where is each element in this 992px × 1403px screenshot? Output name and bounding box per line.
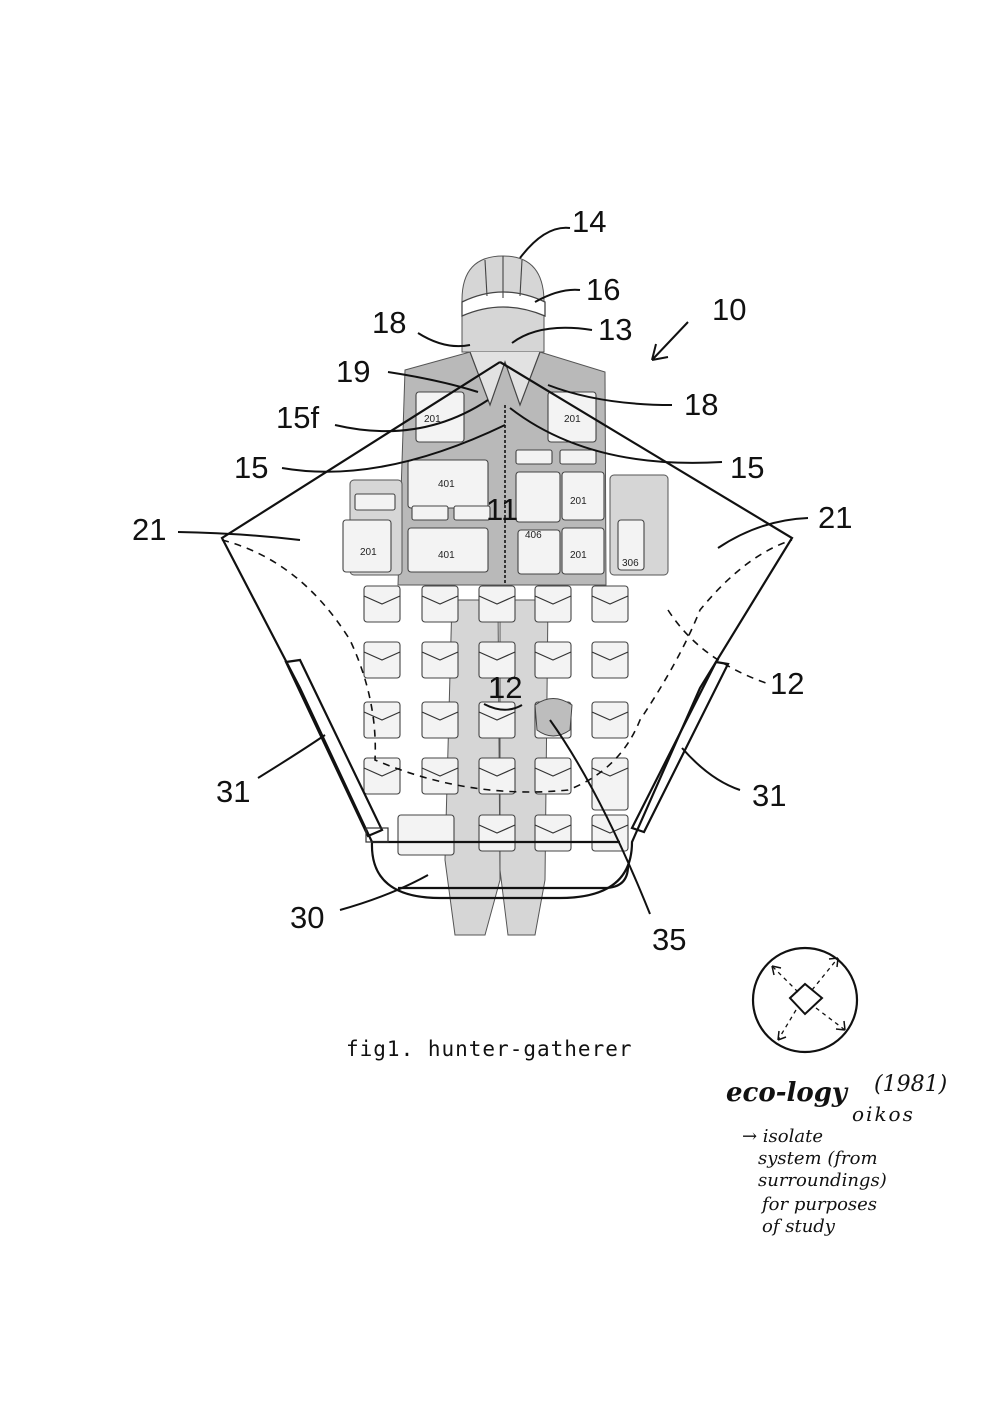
pocket-code: 201: [570, 550, 587, 561]
label-30: 30: [290, 900, 324, 935]
note-year: (1981): [874, 1072, 948, 1097]
note-title: eco-logy: [726, 1078, 848, 1108]
note-line-4: for purposes: [762, 1194, 878, 1215]
label-21-right: 21: [818, 500, 852, 535]
label-18-left: 18: [372, 305, 406, 340]
label-15-right: 15: [730, 450, 764, 485]
note-root: oikos: [852, 1102, 915, 1126]
pocket-code: 201: [570, 496, 587, 507]
note-line-5: of study: [762, 1216, 835, 1237]
pocket-flap: [478, 767, 516, 777]
label-16: 16: [586, 272, 620, 307]
label-35: 35: [652, 922, 686, 957]
label-12-center: 12: [488, 670, 522, 705]
grid-pocket-wide: [397, 814, 455, 856]
pocket-flap: [478, 651, 516, 661]
vest-pockets: 201 201 401 201 201 406 401 201 306: [360, 391, 645, 575]
label-15f: 15f: [276, 400, 319, 435]
pocket-flap: [591, 595, 629, 605]
label-13: 13: [598, 312, 632, 347]
pocket-flap: [478, 711, 516, 721]
pocket-code: 401: [438, 550, 455, 561]
pocket-flap: [591, 767, 629, 777]
pocket-flap: [363, 595, 401, 605]
pocket-flap: [421, 651, 459, 661]
pocket-flap: [363, 711, 401, 721]
pocket-flap: [534, 767, 572, 777]
pocket-flap: [591, 651, 629, 661]
pocket-flap: [421, 767, 459, 777]
reference-labels: 14 16 10 18 13 19 18 15f 15 15 21 21 11 …: [132, 204, 852, 957]
pocket-code: 406: [525, 530, 542, 541]
label-31-left: 31: [216, 774, 250, 809]
pocket-flap: [363, 651, 401, 661]
label-11: 11: [486, 492, 518, 527]
figure-caption: fig1. hunter-gatherer: [346, 1037, 633, 1061]
label-10: 10: [712, 292, 746, 327]
label-14: 14: [572, 204, 606, 239]
note-line-2: system (from: [758, 1148, 878, 1169]
pocket-code: 401: [438, 479, 455, 490]
grid-pocket: [591, 757, 629, 811]
pocket-flap: [591, 711, 629, 721]
pocket-code: 201: [360, 547, 377, 558]
label-15-left: 15: [234, 450, 268, 485]
pocket-flap: [421, 711, 459, 721]
pocket-flap: [478, 595, 516, 605]
pocket-code: 306: [622, 558, 639, 569]
pocket-code: 201: [424, 414, 441, 425]
mesh-pocket: [534, 698, 573, 737]
pocket-flap: [591, 824, 629, 834]
label-18-right: 18: [684, 387, 718, 422]
pocket-flap: [534, 824, 572, 834]
label-19: 19: [336, 354, 370, 389]
note-line-3: surroundings): [758, 1170, 887, 1191]
note-line-1: → isolate: [742, 1126, 824, 1147]
pocket-flap: [534, 651, 572, 661]
pocket-flap: [478, 824, 516, 834]
ecology-sketch-diagram: [751, 946, 859, 1054]
pocket-flap: [421, 595, 459, 605]
label-31-right: 31: [752, 778, 786, 813]
pocket-code: 201: [564, 414, 581, 425]
label-12-right: 12: [770, 666, 804, 701]
pocket-flap: [363, 767, 401, 777]
label-21-left: 21: [132, 512, 166, 547]
pocket-grid: [363, 585, 629, 856]
pocket-flap: [534, 595, 572, 605]
